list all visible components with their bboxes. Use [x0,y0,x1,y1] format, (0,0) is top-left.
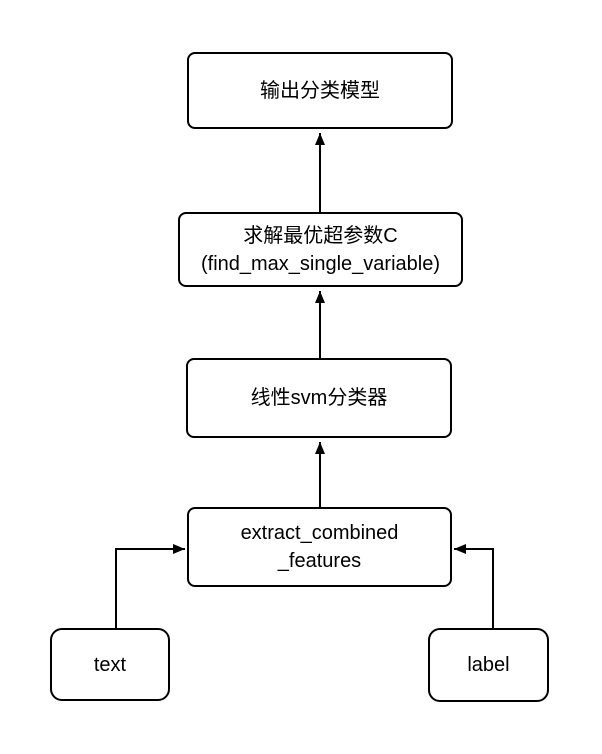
node-text-input: text [50,628,170,701]
node-output-model: 输出分类模型 [187,52,453,129]
node-svm-label: 线性svm分类器 [250,387,388,409]
arrow-text-to-extract [115,544,185,628]
node-extract-label-line2: _features [277,550,362,572]
node-label-input: label [428,628,549,702]
node-find-max-label-line1: 求解最优超参数C [243,224,398,247]
node-extract-label-line1: extract_combined [240,522,399,544]
node-linear-svm-classifier: 线性svm分类器 [186,358,452,438]
node-label-label: label [467,654,510,676]
node-text-label: text [93,653,127,676]
arrow-label-to-extract [454,544,494,628]
node-find-max-label-line2: (find_max_single_variable) [200,252,440,275]
node-output-model-label: 输出分类模型 [260,79,380,102]
node-extract-combined-features: extract_combined _features [187,507,452,587]
node-find-max-hyperparameter: 求解最优超参数C (find_max_single_variable) [178,212,463,287]
